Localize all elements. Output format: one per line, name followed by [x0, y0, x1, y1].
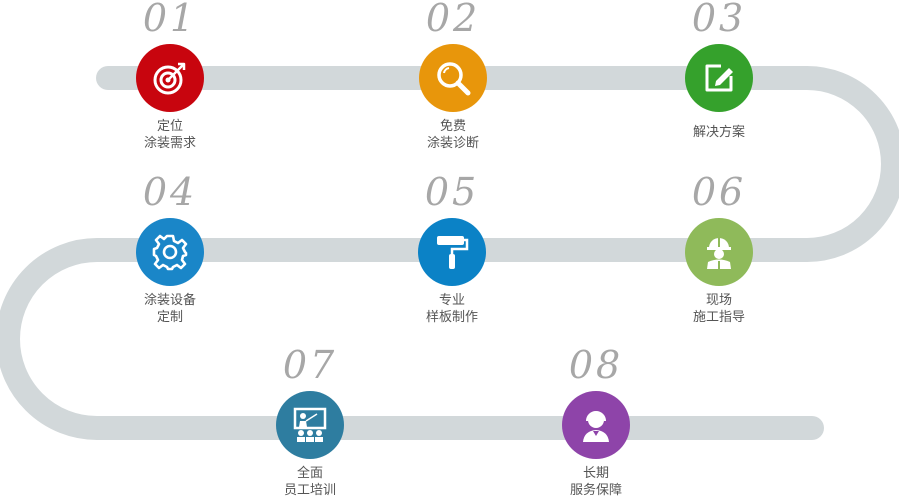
label-line-2: 员工培训 — [283, 483, 336, 498]
label-line-2: 样板制作 — [425, 310, 478, 325]
training-icon — [293, 407, 327, 442]
track-path — [0, 66, 899, 440]
label-line-1: 专业 — [438, 293, 465, 308]
step-label: 免费 涂装诊断 — [383, 118, 523, 152]
support-icon — [583, 411, 609, 442]
label-line-2: 施工指导 — [692, 310, 745, 325]
edit-icon — [705, 64, 733, 92]
step-label: 涂装设备 定制 — [100, 292, 240, 326]
step-circle — [276, 391, 344, 459]
worker-icon — [707, 238, 731, 269]
step-circle — [419, 44, 487, 112]
step-number: 03 — [691, 0, 747, 40]
step-circle — [418, 218, 486, 286]
step-label: 解决方案 — [649, 124, 789, 141]
label-line-2: 涂装需求 — [143, 136, 196, 151]
step-circle — [136, 44, 204, 112]
paint-roller-icon — [437, 236, 469, 269]
label-line-1: 涂装设备 — [143, 293, 196, 308]
step-label: 全面 员工培训 — [240, 465, 380, 499]
step-number: 06 — [691, 170, 747, 214]
label-line-2: 涂装诊断 — [426, 136, 479, 151]
label-line-1: 解决方案 — [692, 125, 745, 140]
step-circle — [562, 391, 630, 459]
label-line-1: 免费 — [439, 119, 466, 134]
gear-icon — [152, 234, 188, 271]
label-line-2: 定制 — [156, 310, 183, 325]
label-line-1: 长期 — [582, 466, 609, 481]
step-number: 05 — [424, 170, 480, 214]
step-number: 01 — [142, 0, 198, 40]
step-label: 专业 样板制作 — [382, 292, 522, 326]
step-number: 04 — [142, 170, 198, 214]
step-circle — [136, 218, 204, 286]
step-label: 定位 涂装需求 — [100, 118, 240, 152]
step-number: 02 — [425, 0, 481, 40]
step-label: 长期 服务保障 — [526, 465, 666, 499]
step-number: 08 — [568, 343, 624, 387]
label-line-1: 现场 — [705, 293, 732, 308]
label-line-1: 全面 — [296, 466, 323, 481]
step-label: 现场 施工指导 — [649, 292, 789, 326]
label-line-2: 服务保障 — [569, 483, 622, 498]
magnifier-icon — [437, 62, 471, 96]
step-number: 07 — [282, 343, 338, 387]
label-line-1: 定位 — [156, 119, 183, 134]
step-circle — [685, 218, 753, 286]
target-icon — [153, 62, 186, 95]
step-circle — [685, 44, 753, 112]
